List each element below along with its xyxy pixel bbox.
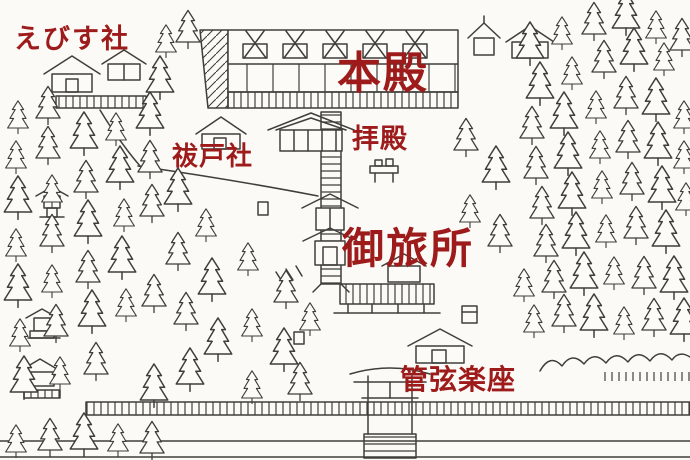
chigi-cross-beam-icon bbox=[242, 30, 268, 59]
label-ebisu-sha: えびす社 bbox=[14, 24, 130, 55]
torii-gate bbox=[349, 367, 431, 459]
otabisho-building bbox=[381, 253, 427, 283]
kangen-gakuza-building bbox=[407, 328, 473, 364]
lower-gate bbox=[302, 227, 358, 266]
label-honden: 本殿 bbox=[337, 48, 429, 99]
offering-stand bbox=[369, 158, 399, 183]
label-kangen-gakuza: 管弦楽座 bbox=[400, 363, 517, 396]
ebisu-shrine-buildings bbox=[43, 49, 147, 109]
haraedo-shrine-building bbox=[195, 116, 247, 150]
otabisho-stage bbox=[333, 283, 441, 314]
honden-building bbox=[199, 29, 459, 109]
chigi-cross-beam-icon bbox=[282, 30, 308, 59]
chigi-cross-beam-icon bbox=[362, 30, 388, 59]
stone-markers bbox=[257, 201, 478, 345]
chigi-cross-beam-icon bbox=[322, 30, 348, 59]
label-haraedo-sha: 祓戸社 bbox=[172, 142, 254, 172]
lower-wall bbox=[85, 401, 690, 416]
haiden-building bbox=[267, 112, 355, 152]
label-otabisho: 御旅所 bbox=[342, 224, 475, 273]
roof-ornaments bbox=[242, 30, 428, 59]
middle-gate bbox=[301, 193, 359, 231]
bushes bbox=[539, 353, 690, 381]
chigi-cross-beam-icon bbox=[402, 30, 428, 59]
label-haiden: 拝殿 bbox=[352, 124, 408, 155]
